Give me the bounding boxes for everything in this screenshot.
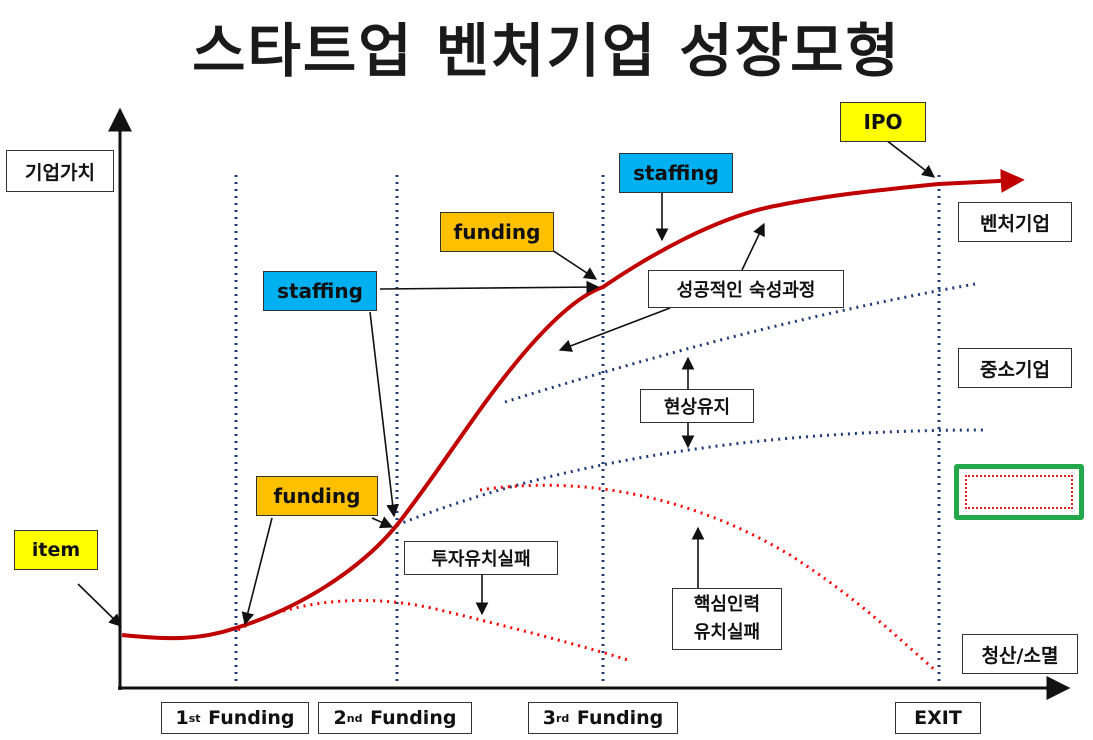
funding-label-3: funding — [440, 212, 554, 252]
stage-label: Funding — [208, 707, 295, 729]
stage-exit: EXIT — [895, 702, 981, 734]
arrow-staffing-2b — [379, 280, 600, 294]
arrow-staffing-2a — [369, 311, 400, 518]
status-quo-branch-curve — [396, 428, 986, 527]
talent-fail-label: 핵심인력 유치실패 — [672, 588, 782, 650]
investment-fail-curve — [237, 598, 629, 662]
stage-ordinal: 2 — [333, 707, 347, 729]
status-quo-label: 현상유지 — [640, 389, 754, 423]
y-axis-label: 기업가치 — [6, 150, 114, 192]
arrow-funding-2 — [371, 516, 394, 529]
growth-curve — [121, 168, 1025, 641]
arrow-item — [77, 583, 122, 627]
arrow-ipo — [885, 139, 936, 178]
investment-fail-label: 투자유치실패 — [404, 541, 558, 575]
arrow-funding-3 — [551, 249, 598, 280]
success-process-label: 성공적인 숙성과정 — [648, 270, 844, 308]
staffing-label-2: staffing — [263, 271, 377, 311]
stage-ordinal-suffix: nd — [346, 711, 363, 725]
stage-ordinal: 1 — [175, 707, 189, 729]
page-title: 스타트업 벤처기업 성장모형 — [192, 17, 901, 85]
talent-fail-curve — [479, 483, 936, 672]
outcome-venture: 벤처기업 — [958, 202, 1072, 242]
talent-fail-line-2: 유치실패 — [693, 622, 761, 643]
stage-label: Funding — [370, 707, 457, 729]
stage-ordinal-suffix: st — [188, 711, 201, 725]
item-label: item — [14, 530, 98, 570]
empty-placeholder-box — [965, 475, 1073, 509]
stage-ordinal: 3 — [542, 707, 556, 729]
talent-fail-line-1: 핵심인력 — [693, 594, 761, 615]
ipo-label: IPO — [840, 102, 926, 142]
funding-label-1: funding — [256, 476, 378, 516]
stage-label: Funding — [576, 707, 664, 729]
arrow-success-up — [741, 222, 765, 271]
arrow-funding-1 — [241, 517, 273, 626]
stage-ordinal-suffix: rd — [555, 711, 570, 725]
outcome-sme: 중소기업 — [958, 348, 1072, 388]
arrow-success-down — [558, 307, 671, 352]
outcome-liquidation: 청산/소멸 — [962, 634, 1078, 674]
staffing-label-3: staffing — [619, 153, 733, 193]
highlighted-empty-box — [954, 464, 1084, 520]
